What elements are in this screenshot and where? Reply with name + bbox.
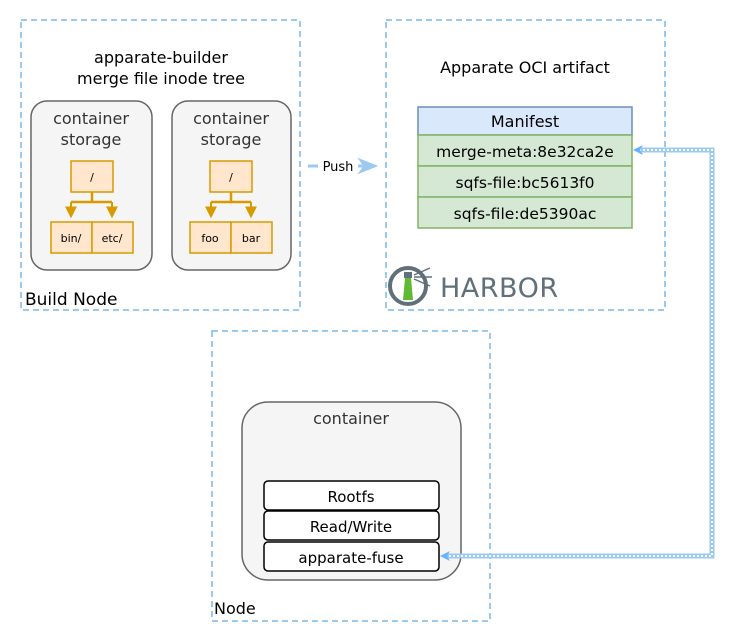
tree-node-etc-label: etc/ xyxy=(102,232,123,245)
tree-root-node xyxy=(70,160,114,193)
connector-arrowhead-bottom xyxy=(440,551,450,561)
layer-merge-meta: merge-meta:8e32ca2e xyxy=(436,143,614,161)
harbor-lighthouse-icon xyxy=(403,278,413,300)
layer-apparate-fuse xyxy=(263,541,440,572)
tree-root-label: / xyxy=(229,171,233,184)
container-storage-b: container storage / foo bar xyxy=(171,100,292,271)
layer-read-write xyxy=(263,510,440,541)
storage-b-title-line2: storage xyxy=(201,130,262,149)
harbor-logo: HARBOR xyxy=(388,266,559,306)
push-arrow: Push xyxy=(308,157,379,175)
container-title: container xyxy=(313,409,389,428)
artifact-title: Apparate OCI artifact xyxy=(440,58,610,77)
tree-node-bar xyxy=(230,221,273,254)
tree-node-bin xyxy=(50,221,93,254)
artifact-group: Apparate OCI artifact Manifest merge-met… xyxy=(385,19,666,311)
storage-a-title-line1: container xyxy=(53,109,129,128)
layer-sqfs-file-2: sqfs-file:de5390ac xyxy=(454,205,597,223)
storage-a-title-line2: storage xyxy=(61,130,122,149)
layer-apparate-fuse-label: apparate-fuse xyxy=(298,549,403,567)
node-group: Node container Rootfs Read/Write apparat… xyxy=(211,330,491,622)
tree-root-label: / xyxy=(90,171,94,184)
storage-b-title-line1: container xyxy=(193,109,269,128)
harbor-logo-text: HARBOR xyxy=(440,273,559,304)
build-node-boundary xyxy=(20,19,301,311)
push-label: Push xyxy=(323,160,354,175)
layer-sqfs-file-1: sqfs-file:bc5613f0 xyxy=(456,174,595,192)
build-node-group: apparate-builder merge file inode tree B… xyxy=(20,19,301,311)
layer-read-write-label: Read/Write xyxy=(310,518,392,536)
build-node-label: Build Node xyxy=(25,290,117,310)
layer-row xyxy=(417,196,633,229)
node-label: Node xyxy=(214,599,256,618)
fuse-connector xyxy=(440,145,715,561)
tree-node-etc xyxy=(91,221,134,254)
node-boundary xyxy=(211,330,491,622)
tree-node-bin-label: bin/ xyxy=(61,232,82,245)
manifest-header xyxy=(417,106,633,136)
harbor-logo-ring xyxy=(388,266,428,306)
tree-node-foo-label: foo xyxy=(201,232,219,245)
tree-root-node xyxy=(209,160,253,193)
manifest-label: Manifest xyxy=(491,112,559,131)
build-node-title-line1: apparate-builder xyxy=(94,48,228,67)
tree-node-bar-label: bar xyxy=(242,232,261,245)
layer-row xyxy=(417,134,633,167)
container-storage-a: container storage / bin/ etc/ xyxy=(30,100,153,271)
artifact-boundary xyxy=(385,19,666,311)
build-node-title-line2: merge file inode tree xyxy=(77,69,245,88)
layer-rootfs xyxy=(263,480,440,511)
connector-arrowhead-top xyxy=(633,145,643,155)
layer-rootfs-label: Rootfs xyxy=(327,488,374,506)
